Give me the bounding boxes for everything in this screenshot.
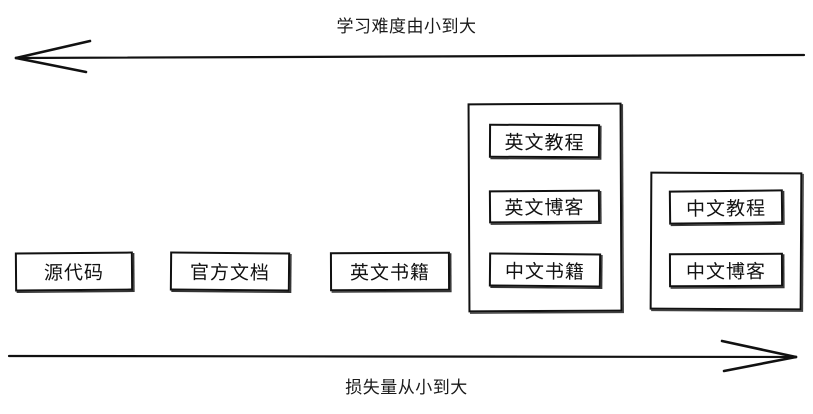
node-chinese-books[interactable]: 中文书籍 xyxy=(488,252,602,288)
node-label: 中文书籍 xyxy=(504,260,586,283)
top-axis-label: 学习难度由小到大 xyxy=(336,17,477,37)
node-label: 源代码 xyxy=(43,261,105,285)
node-chinese-tutorial[interactable]: 中文教程 xyxy=(668,189,784,225)
top-arrow-icon xyxy=(14,39,806,74)
node-label: 英文教程 xyxy=(504,131,585,154)
node-official-docs[interactable]: 官方文档 xyxy=(169,251,291,292)
node-english-books[interactable]: 英文书籍 xyxy=(329,251,451,292)
node-label: 中文博客 xyxy=(685,260,767,283)
bottom-axis-label: 损失量从小到大 xyxy=(345,378,468,398)
node-label: 中文教程 xyxy=(685,197,767,220)
node-chinese-blog[interactable]: 中文博客 xyxy=(668,252,784,288)
node-source-code[interactable]: 源代码 xyxy=(14,251,134,292)
bottom-arrow-icon xyxy=(7,339,798,373)
node-english-blog[interactable]: 英文博客 xyxy=(488,189,601,224)
node-label: 官方文档 xyxy=(189,261,271,285)
node-label: 英文书籍 xyxy=(349,261,431,285)
node-english-tutorial[interactable]: 英文教程 xyxy=(488,123,601,159)
node-label: 英文博客 xyxy=(504,196,585,220)
